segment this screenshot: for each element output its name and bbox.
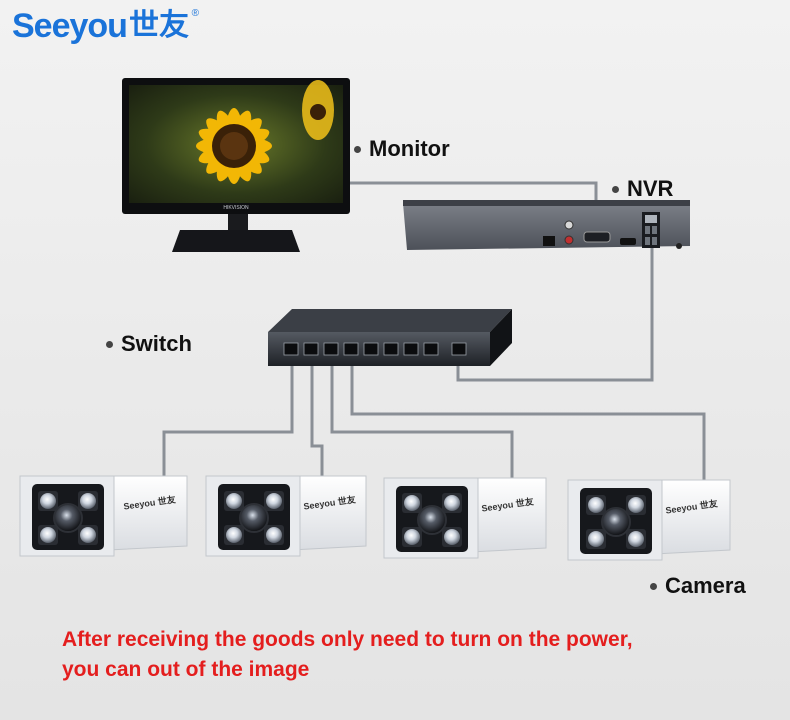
cable-switch-camera-2 <box>310 352 324 478</box>
camera-1: Seeyou 世友 <box>19 475 188 557</box>
hdmi-port <box>620 238 636 245</box>
camera-4: Seeyou 世友 <box>567 479 731 561</box>
brand-logo-text: Seeyou <box>12 7 128 45</box>
registered-mark: ® <box>191 8 199 19</box>
bullet-dot <box>106 340 113 348</box>
nvr-recorder <box>403 200 690 250</box>
monitor-label-text: Monitor <box>369 136 450 161</box>
vga-port <box>583 231 611 243</box>
cable-switch-camera-4 <box>350 352 706 482</box>
camera-label: Camera <box>650 573 746 599</box>
bullet-dot <box>612 185 619 193</box>
brand-logo-chinese: 世友 <box>128 9 189 42</box>
bullet-dot <box>650 582 657 590</box>
switch-label: Switch <box>106 331 192 357</box>
camera-label-text: Camera <box>665 573 746 598</box>
network-switch <box>268 309 512 366</box>
monitor: HIKVISION <box>122 78 350 252</box>
switch-label-text: Switch <box>121 331 192 356</box>
cable-switch-camera-1 <box>162 352 294 478</box>
caption: After receiving the goods only need to t… <box>62 625 742 685</box>
monitor-label: Monitor <box>354 136 450 162</box>
camera-3: Seeyou 世友 <box>383 477 547 559</box>
switch-ports <box>283 342 467 356</box>
brand-logo: Seeyou 世友 ® <box>12 6 199 46</box>
cable-switch-camera-3 <box>330 352 514 480</box>
nvr-label: NVR <box>612 176 673 202</box>
caption-line-1: After receiving the goods only need to t… <box>62 628 633 651</box>
bullet-dot <box>354 145 361 153</box>
camera-2: Seeyou 世友 <box>205 475 367 557</box>
monitor-brand: HIKVISION <box>223 205 249 211</box>
monitor-stand <box>172 230 300 252</box>
cables <box>162 181 706 482</box>
sunflower-image <box>196 80 334 184</box>
nvr-label-text: NVR <box>627 176 674 201</box>
caption-line-2: you can out of the image <box>62 658 310 681</box>
